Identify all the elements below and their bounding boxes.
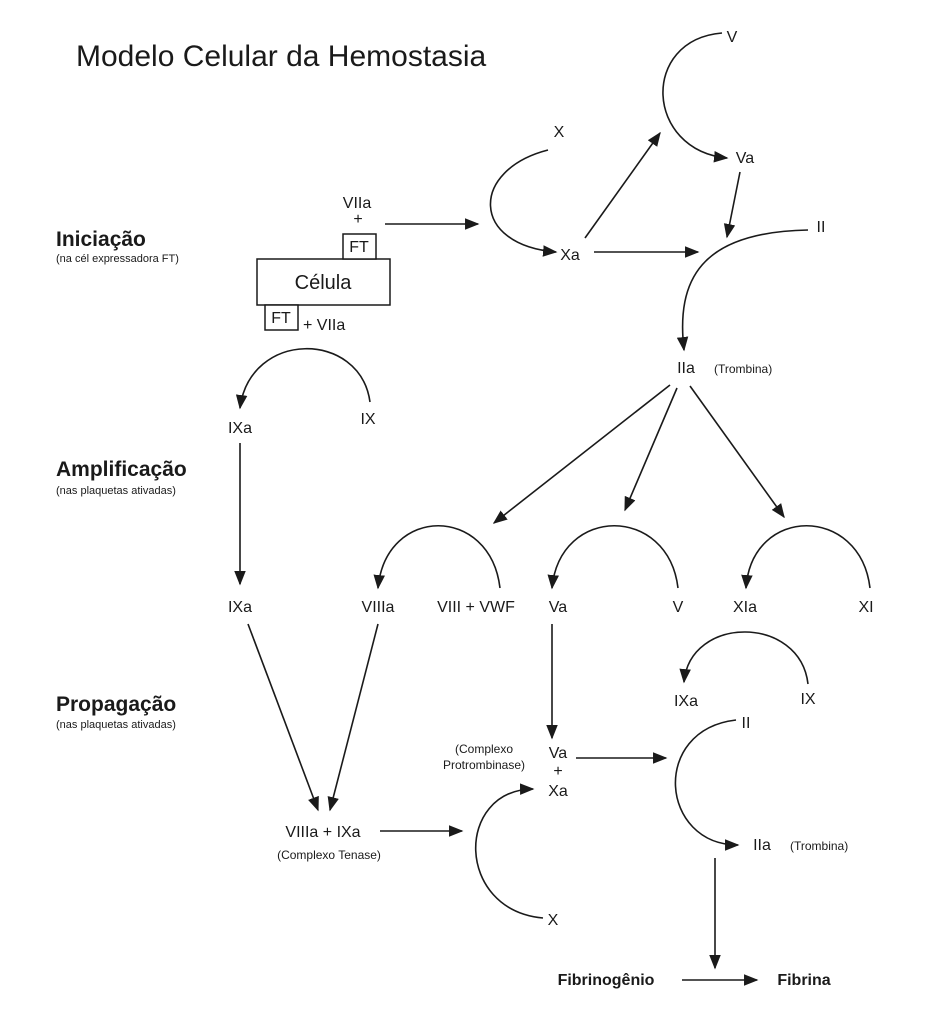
edge-iia-to-viii (492, 384, 671, 524)
amp-xia: XIa (733, 599, 757, 616)
prop-fibrinogenio: Fibrinogênio (558, 972, 655, 989)
initiation-iia: IIa (677, 360, 695, 377)
ft-box-bottom (264, 304, 299, 331)
prop-complexo-label: (Complexo (455, 742, 513, 756)
prop-plus: + (553, 763, 562, 780)
curve-ii-to-iia (676, 229, 809, 352)
initiation-xa: Xa (560, 247, 580, 264)
curve-xi-to-xia (741, 525, 871, 590)
cell-box (256, 258, 391, 306)
stage-initiation-label: Iniciação (56, 228, 146, 251)
stage-propagation-note: (nas plaquetas ativadas) (56, 719, 176, 731)
curve-ii-to-iia-prop (674, 719, 740, 851)
amp-ixa: IXa (228, 599, 252, 616)
prop-ixa-small: IXa (674, 693, 698, 710)
curve-v-to-va-amp (547, 525, 679, 590)
prop-trombina: (Trombina) (790, 839, 848, 853)
edge-viiia-to-tenase (327, 623, 379, 812)
prop-va: Va (549, 745, 567, 762)
prop-iia: IIa (753, 837, 771, 854)
initiation-va: Va (736, 150, 754, 167)
amp-viii-vwf: VIII + VWF (437, 599, 515, 616)
prop-xa: Xa (548, 783, 568, 800)
diagram-title: Modelo Celular da Hemostasia (76, 40, 487, 73)
prop-ii: II (742, 715, 751, 732)
ft-box-top (342, 233, 377, 260)
edge-xa-to-v (584, 131, 661, 239)
amp-viiia: VIIIa (362, 599, 395, 616)
curve-ix-to-ixa (235, 348, 371, 410)
prop-protrombinase-label: Protrombinase) (443, 758, 525, 772)
stage-initiation-note: (na cél expressadora FT) (56, 253, 179, 265)
ft-plus-viia: + VIIa (303, 317, 345, 334)
prop-x: X (548, 912, 559, 929)
curve-x-to-xa-prop (474, 783, 544, 919)
prop-fibrina: Fibrina (777, 972, 830, 989)
stage-propagation-label: Propagação (56, 693, 176, 716)
ft-bottom-label: FT (271, 310, 291, 327)
prop-tenase: VIIIa + IXa (285, 824, 360, 841)
initiation-plus: + (353, 211, 362, 228)
edge-ixa-to-tenase (247, 623, 319, 812)
edge-iia-to-xi (689, 385, 785, 519)
initiation-v: V (727, 29, 738, 46)
amp-v: V (673, 599, 684, 616)
curve-ix-to-ixa-prop (679, 631, 809, 685)
cell-label: Célula (295, 272, 353, 294)
prop-ix-small: IX (800, 691, 815, 708)
amp-ix-top: IX (360, 411, 375, 428)
curve-x-to-xa (489, 149, 558, 257)
amp-va: Va (549, 599, 567, 616)
edge-iia-to-v (624, 387, 678, 512)
curve-viii-to-viiia (373, 525, 501, 590)
initiation-trombina: (Trombina) (714, 362, 772, 376)
prop-tenase-note: (Complexo Tenase) (277, 848, 381, 862)
amp-ixa-top: IXa (228, 420, 252, 437)
stage-amplification-note: (nas plaquetas ativadas) (56, 485, 176, 497)
initiation-viia: VIIa (343, 195, 372, 212)
initiation-ii: II (817, 219, 826, 236)
edge-va-to-prothrombin (723, 171, 741, 239)
ft-top-label: FT (349, 239, 369, 256)
initiation-x: X (554, 124, 565, 141)
curve-v-to-va (662, 32, 729, 163)
amp-xi: XI (858, 599, 873, 616)
stage-amplification-label: Amplificação (56, 458, 187, 481)
